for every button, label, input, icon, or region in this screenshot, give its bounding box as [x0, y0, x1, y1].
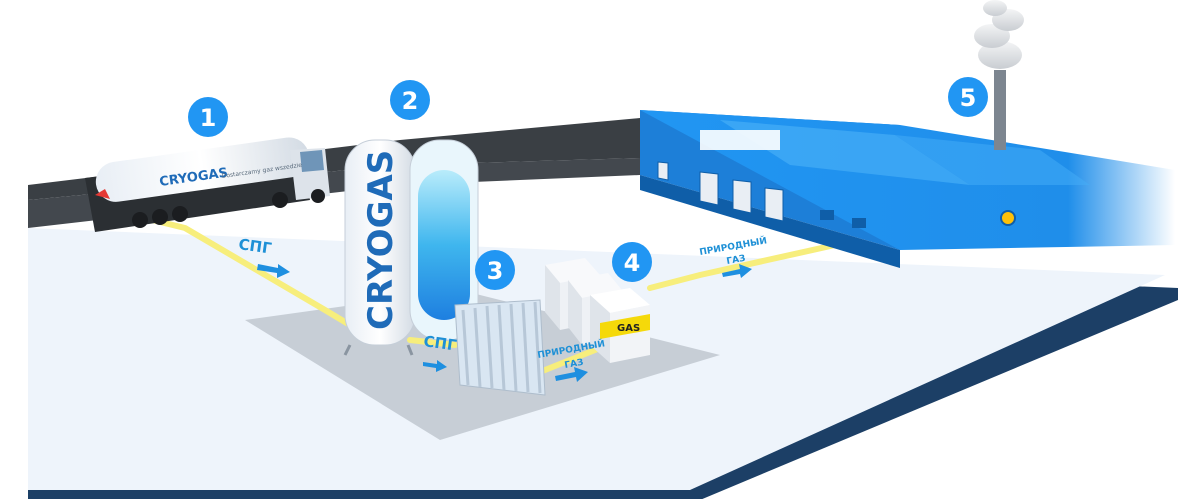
flow-arrow-gas-1	[555, 367, 588, 382]
flow-label-gas-1-line2: ГАЗ	[564, 358, 585, 371]
building-doors	[657, 161, 784, 222]
tank-brand: CRYOGAS	[361, 150, 401, 330]
regulator-label: GAS	[617, 323, 640, 334]
pipe-tank-to-vaporizer	[407, 337, 458, 348]
vaporizer	[454, 299, 546, 396]
pressure-regulator: GAS	[545, 258, 650, 363]
step-number-4: 4	[624, 249, 641, 277]
pipe-regulator-to-building	[647, 242, 838, 291]
flow-label-gas-2-line1: ПРИРОДНЫЙ	[698, 234, 767, 258]
step-number-3: 3	[487, 257, 504, 285]
step-badge-4: 4	[612, 242, 652, 282]
flow-arrow-gas-2	[722, 264, 752, 278]
flow-label-lng-2: СПГ	[422, 332, 458, 354]
truck-wheels	[132, 189, 325, 228]
flow-arrow-lng-2	[423, 360, 447, 372]
step-badge-1: 1	[188, 97, 228, 137]
step-badges: 1 2 3 4 5	[188, 77, 988, 290]
step-badge-5: 5	[948, 77, 988, 117]
cryogenic-tank: CRYOGAS	[343, 139, 479, 356]
hazmat-sign	[95, 189, 110, 199]
flow-arrow-lng-1	[257, 264, 290, 278]
tanker-truck: CRYOGAS Dostarczamy gaz wszedzie	[85, 137, 330, 232]
step-number-5: 5	[960, 84, 977, 112]
step-number-1: 1	[200, 104, 217, 132]
flow-label-gas-2-line2: ГАЗ	[726, 254, 747, 267]
chimney	[974, 0, 1024, 150]
industrial-building	[640, 110, 1175, 268]
step-badge-2: 2	[390, 80, 430, 120]
step-number-2: 2	[402, 87, 419, 115]
step-badge-3: 3	[475, 250, 515, 290]
building-emblem	[1000, 210, 1016, 226]
flow-label-lng-1: СПГ	[237, 235, 273, 257]
